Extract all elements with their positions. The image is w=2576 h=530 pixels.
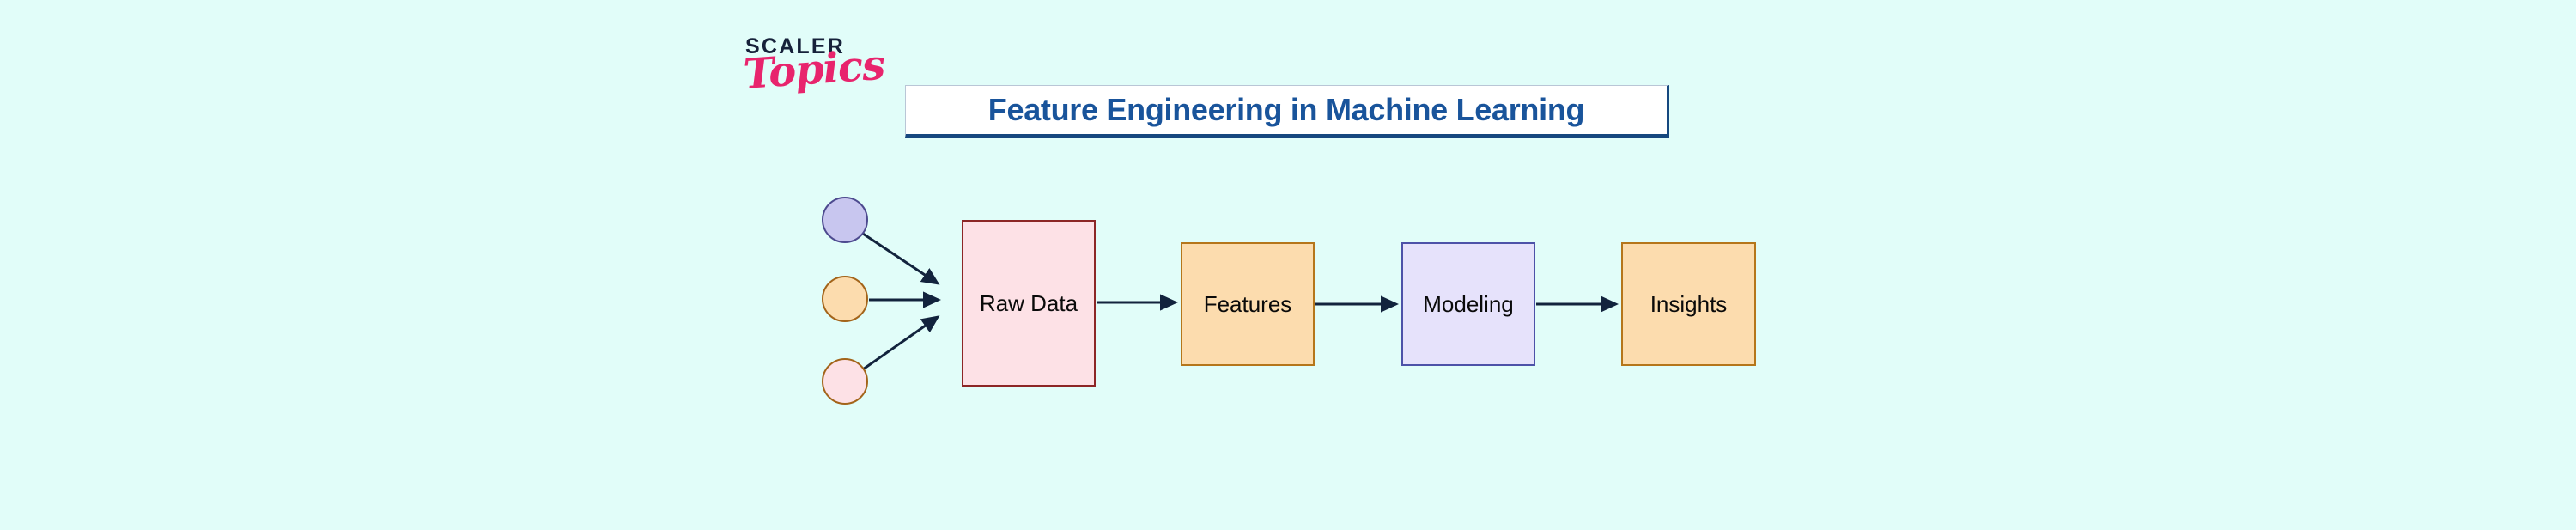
- node-features-label: Features: [1203, 290, 1292, 317]
- source-node-pink: [822, 358, 868, 405]
- node-raw-data: Raw Data: [962, 220, 1096, 387]
- source-node-orange: [822, 276, 868, 322]
- node-raw-data-label: Raw Data: [979, 289, 1078, 316]
- edge-source1-to-raw-data: [862, 232, 940, 285]
- node-modeling: Modeling: [1401, 242, 1535, 366]
- edge-source3-to-raw-data: [862, 315, 940, 371]
- page-title-box: Feature Engineering in Machine Learning: [905, 85, 1669, 138]
- node-features: Features: [1181, 242, 1315, 366]
- logo-wordmark-scaler: SCALER: [745, 34, 845, 58]
- node-insights-label: Insights: [1649, 290, 1728, 317]
- page-title: Feature Engineering in Machine Learning: [987, 92, 1585, 127]
- source-node-purple: [822, 197, 868, 243]
- node-modeling-label: Modeling: [1423, 290, 1514, 317]
- logo-wordmark-topics: Topics: [742, 40, 886, 99]
- scaler-topics-logo: SCALER Topics: [742, 34, 886, 131]
- node-insights: Insights: [1621, 242, 1756, 366]
